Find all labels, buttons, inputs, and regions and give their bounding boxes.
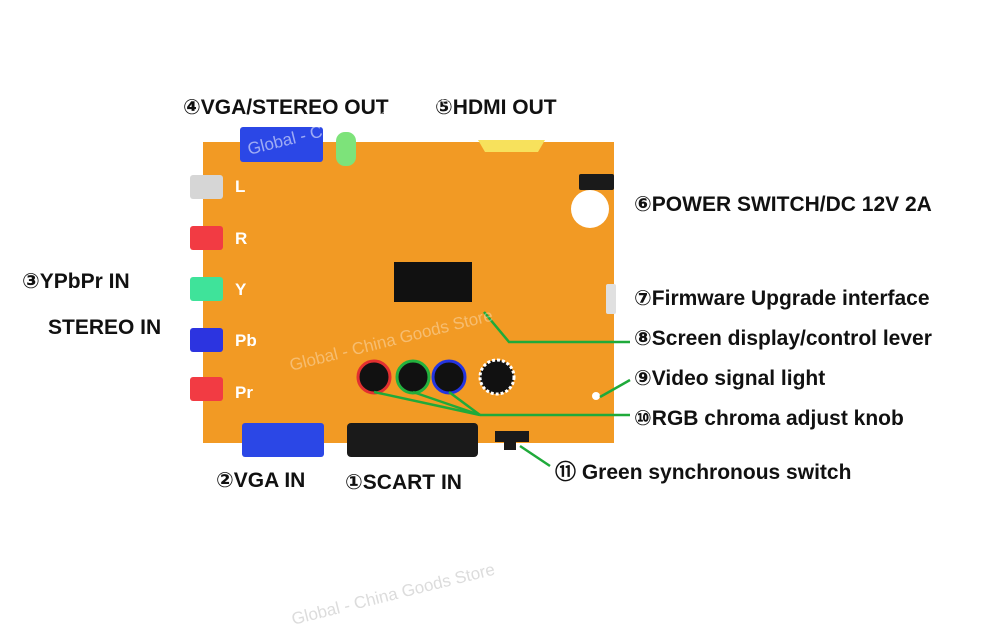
l-port [190, 175, 223, 199]
leader-line-8 [483, 311, 630, 344]
r-port [190, 226, 223, 250]
port-label-l: L [235, 177, 246, 196]
port-label-r: R [235, 229, 248, 248]
callout-video-signal: ⑨Video signal light [634, 367, 826, 390]
green-sync-switch-knob [504, 441, 516, 450]
callout-vga-in: ②VGA IN [216, 469, 306, 492]
leader-line-10a [373, 390, 481, 417]
leader-line-9 [599, 378, 631, 399]
callout-rgb-knob: ⑩RGB chroma adjust knob [634, 407, 904, 430]
green-sync-switch [495, 431, 529, 442]
screen-display-block [394, 262, 472, 302]
vga-out-port [240, 127, 323, 162]
callout-green-sync: ⑪ Green synchronous switch [555, 461, 852, 484]
pb-port [190, 328, 223, 352]
vga-in-port [242, 423, 324, 457]
video-signal-light [592, 392, 600, 400]
scart-in-port [347, 423, 478, 457]
power-switch [579, 174, 614, 190]
callout-ypbpr-in: ③YPbPr IN [22, 270, 130, 293]
firmware-port [606, 284, 616, 314]
callout-stereo-in: STEREO IN [48, 316, 162, 339]
y-port [190, 277, 223, 301]
callout-firmware: ⑦Firmware Upgrade interface [634, 287, 930, 310]
rgb-knob-red [356, 359, 392, 395]
control-lever [478, 358, 516, 396]
leader-line-10c [448, 390, 481, 417]
port-label-pr: Pr [235, 383, 253, 402]
callout-power-switch: ⑥POWER SWITCH/DC 12V 2A [634, 193, 932, 216]
green-led [336, 132, 356, 166]
leader-line-10b [412, 390, 481, 417]
leader-line-11 [519, 444, 551, 468]
callout-scart-in: ①SCART IN [345, 471, 462, 494]
dc-jack [571, 190, 609, 228]
port-label-y: Y [235, 280, 247, 299]
rgb-knob-green [395, 359, 431, 395]
pr-port [190, 377, 223, 401]
callout-screen-display: ⑧Screen display/control lever [634, 327, 932, 350]
callout-hdmi-out: ⑤HDMI OUT [435, 96, 557, 119]
port-label-pb: Pb [235, 331, 257, 350]
hdmi-port [478, 140, 545, 152]
callout-vga-stereo-out: ④VGA/STEREO OUT [183, 96, 389, 119]
rgb-knob-blue [431, 359, 467, 395]
